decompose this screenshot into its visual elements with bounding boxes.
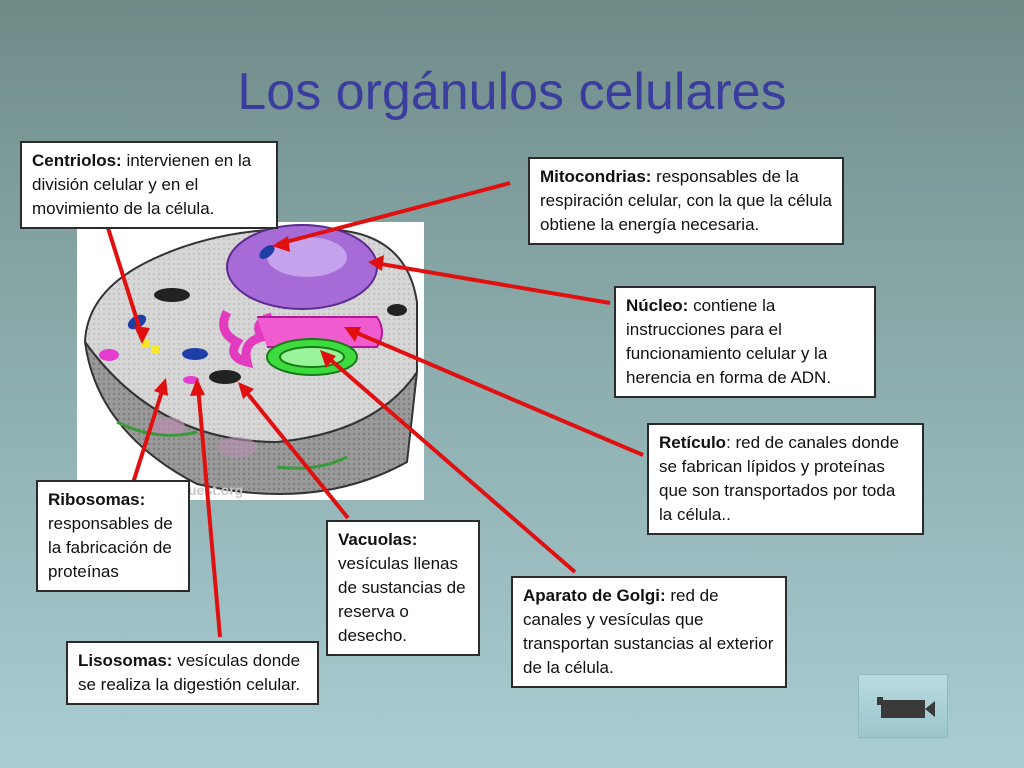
- desc-ribosomas: responsables de la fabricación de proteí…: [48, 514, 173, 581]
- desc-vacuolas: vesículas llenas de sustancias de reserv…: [338, 554, 466, 645]
- label-centriolos: Centriolos: intervienen en la división c…: [20, 141, 278, 229]
- desc-centriolos: intervienen en la división celular y en …: [32, 151, 252, 218]
- watermark-text: uest.org: [188, 482, 244, 498]
- label-nucleo: Núcleo: contiene la instrucciones para e…: [614, 286, 876, 398]
- term-vacuolas: Vacuolas:: [338, 530, 418, 549]
- desc-nucleo: contiene la instrucciones para el funcio…: [626, 296, 832, 387]
- term-mitocondrias: Mitocondrias:: [540, 167, 652, 186]
- term-centriolos: Centriolos:: [32, 151, 122, 170]
- label-ribosomas: Ribosomas: responsables de la fabricació…: [36, 480, 190, 592]
- label-mitocondrias: Mitocondrias: responsables de la respira…: [528, 157, 844, 245]
- desc-golgi: red de canales y vesículas que transport…: [523, 586, 774, 677]
- cell-illustration: [77, 222, 424, 500]
- desc-lisosomas: vesículas donde se realiza la digestión …: [78, 651, 301, 694]
- label-golgi: Aparato de Golgi: red de canales y vesíc…: [511, 576, 787, 688]
- desc-mitocondrias: responsables de la respiración celular, …: [540, 167, 833, 234]
- term-nucleo: Núcleo:: [626, 296, 689, 315]
- movie-action-button[interactable]: [858, 674, 948, 738]
- label-vacuolas: Vacuolas: vesículas llenas de sustancias…: [326, 520, 480, 656]
- movie-camera-icon: [877, 697, 935, 718]
- term-lisosomas: Lisosomas:: [78, 651, 173, 670]
- label-reticulo: Retículo: red de canales donde se fabric…: [647, 423, 924, 535]
- term-golgi: Aparato de Golgi:: [523, 586, 666, 605]
- slide-title: Los orgánulos celulares: [237, 63, 787, 121]
- term-reticulo: Retículo: [659, 433, 727, 452]
- term-ribosomas: Ribosomas:: [48, 490, 146, 509]
- animal-cell-diagram: [83, 224, 418, 495]
- desc-reticulo: : red de canales donde se fabrican lípid…: [659, 433, 900, 524]
- label-lisosomas: Lisosomas: vesículas donde se realiza la…: [66, 641, 319, 705]
